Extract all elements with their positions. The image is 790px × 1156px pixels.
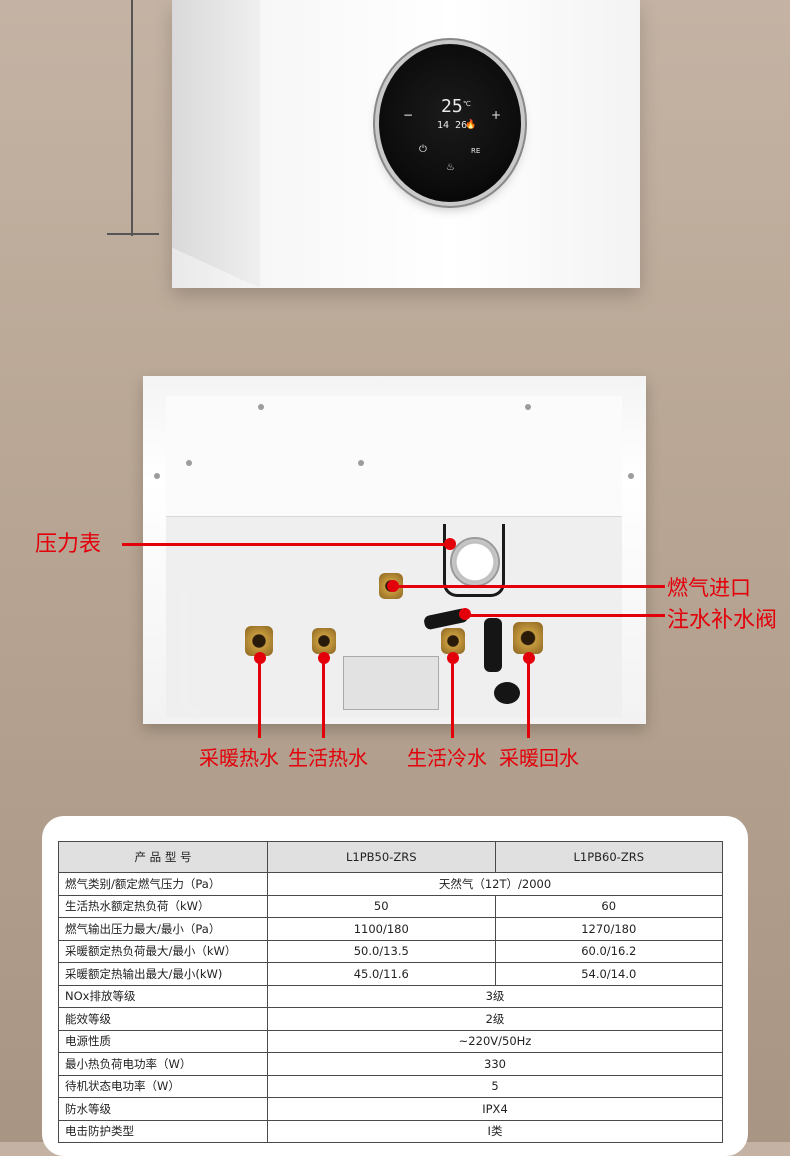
screw — [258, 404, 264, 410]
row-label: 燃气输出压力最大/最小（Pa） — [58, 917, 268, 941]
table-row: 待机状态电功率（W） 5 — [58, 1074, 723, 1098]
row-value: 天然气（12T）/2000 — [267, 872, 723, 896]
callout-dot — [444, 538, 456, 550]
pressure-gauge — [450, 537, 500, 587]
row-label: 能效等级 — [58, 1007, 268, 1031]
dhw-cold-fitting — [441, 628, 465, 654]
gauge-bracket — [443, 524, 505, 597]
callout-heating-return: 采暖回水 — [499, 746, 579, 770]
heating-return-fitting — [513, 622, 543, 654]
header-model-b: L1PB60-ZRS — [494, 841, 723, 873]
dhw-hot-fitting — [312, 628, 336, 654]
callout-line — [451, 658, 454, 738]
flame-icon: 🔥 — [465, 120, 477, 130]
table-row: 燃气输出压力最大/最小（Pa） 1100/180 1270/180 — [58, 917, 723, 941]
minus-icon: − — [403, 108, 414, 122]
callout-dhw-hot: 生活热水 — [288, 746, 368, 770]
product-front-photo: − 25 ℃ + 14 26 🔥 ⏻ RE ♨ — [0, 0, 790, 300]
header-model-a: L1PB50-ZRS — [267, 841, 496, 873]
mode-icon: ♨ — [446, 162, 455, 173]
screw — [186, 460, 192, 466]
row-label: 电源性质 — [58, 1029, 268, 1053]
row-label: 采暖额定热负荷最大/最小（kW） — [58, 939, 268, 963]
temperature-unit: ℃ — [463, 100, 471, 108]
table-row: 电击防护类型 I类 — [58, 1119, 723, 1143]
row-value-a: 1100/180 — [267, 917, 496, 941]
table-row: NOx排放等级 3级 — [58, 984, 723, 1008]
row-label: 采暖额定热输出最大/最小(kW) — [58, 962, 268, 986]
callout-line — [322, 658, 325, 738]
row-value: ~220V/50Hz — [267, 1029, 723, 1053]
screw — [628, 473, 634, 479]
row-value-a: 45.0/11.6 — [267, 962, 496, 986]
screw — [358, 460, 364, 466]
secondary-readout: 14 26 — [437, 120, 468, 131]
row-value-b: 1270/180 — [494, 917, 723, 941]
connection-diagram-plate — [343, 656, 439, 710]
table-row: 燃气类别/额定燃气压力（Pa） 天然气（12T）/2000 — [58, 872, 723, 896]
dimension-line — [131, 0, 133, 236]
row-value-a: 50.0/13.5 — [267, 939, 496, 963]
row-value-a: 50 — [267, 894, 496, 918]
row-label: 最小热负荷电功率（W） — [58, 1052, 268, 1076]
callout-line — [258, 658, 261, 738]
power-icon: ⏻ — [419, 144, 427, 155]
callout-line — [465, 614, 665, 617]
control-dial: − 25 ℃ + 14 26 🔥 ⏻ RE ♨ — [379, 44, 521, 202]
boiler-side-panel — [172, 0, 260, 288]
row-value: I类 — [267, 1119, 723, 1143]
row-label: 防水等级 — [58, 1097, 268, 1121]
drain-cap — [494, 682, 520, 704]
callout-dhw-cold: 生活冷水 — [407, 746, 487, 770]
power-cable — [182, 590, 201, 713]
table-header-row: 产 品 型 号 L1PB50-ZRS L1PB60-ZRS — [58, 841, 723, 873]
row-value: 330 — [267, 1052, 723, 1076]
header-label: 产 品 型 号 — [58, 841, 268, 873]
temperature-readout: 25 — [441, 96, 463, 117]
row-value-b: 54.0/14.0 — [494, 962, 723, 986]
screw — [525, 404, 531, 410]
callout-line — [122, 543, 452, 546]
callout-fill-valve: 注水补水阀 — [667, 608, 778, 633]
heating-supply-fitting — [245, 626, 273, 656]
callout-line — [527, 658, 530, 738]
table-row: 采暖额定热输出最大/最小(kW) 45.0/11.6 54.0/14.0 — [58, 962, 723, 986]
row-value: 3级 — [267, 984, 723, 1008]
callout-gas-inlet: 燃气进口 — [667, 576, 751, 600]
callout-heating-supply: 采暖热水 — [199, 746, 279, 770]
row-label: 生活热水额定热负荷（kW） — [58, 894, 268, 918]
row-label: NOx排放等级 — [58, 984, 268, 1008]
spec-table: 产 品 型 号 L1PB50-ZRS L1PB60-ZRS 燃气类别/额定燃气压… — [58, 841, 723, 1143]
table-row: 生活热水额定热负荷（kW） 50 60 — [58, 894, 723, 918]
table-row: 最小热负荷电功率（W） 330 — [58, 1052, 723, 1076]
row-value-b: 60 — [494, 894, 723, 918]
row-label: 电击防护类型 — [58, 1119, 268, 1143]
table-row: 电源性质 ~220V/50Hz — [58, 1029, 723, 1053]
row-label: 燃气类别/额定燃气压力（Pa） — [58, 872, 268, 896]
row-value: 2级 — [267, 1007, 723, 1031]
callout-line — [393, 585, 665, 588]
valve-lever — [484, 618, 502, 672]
table-row: 采暖额定热负荷最大/最小（kW） 50.0/13.5 60.0/16.2 — [58, 939, 723, 963]
row-label: 待机状态电功率（W） — [58, 1074, 268, 1098]
callout-pressure-gauge: 压力表 — [35, 532, 102, 557]
table-row: 防水等级 IPX4 — [58, 1097, 723, 1121]
row-value-b: 60.0/16.2 — [494, 939, 723, 963]
dimension-tick — [107, 233, 159, 235]
re-label: RE — [471, 147, 481, 155]
boiler-bottom-cover — [166, 396, 622, 516]
plus-icon: + — [491, 108, 502, 122]
row-value: 5 — [267, 1074, 723, 1098]
table-row: 能效等级 2级 — [58, 1007, 723, 1031]
row-value: IPX4 — [267, 1097, 723, 1121]
screw — [154, 473, 160, 479]
